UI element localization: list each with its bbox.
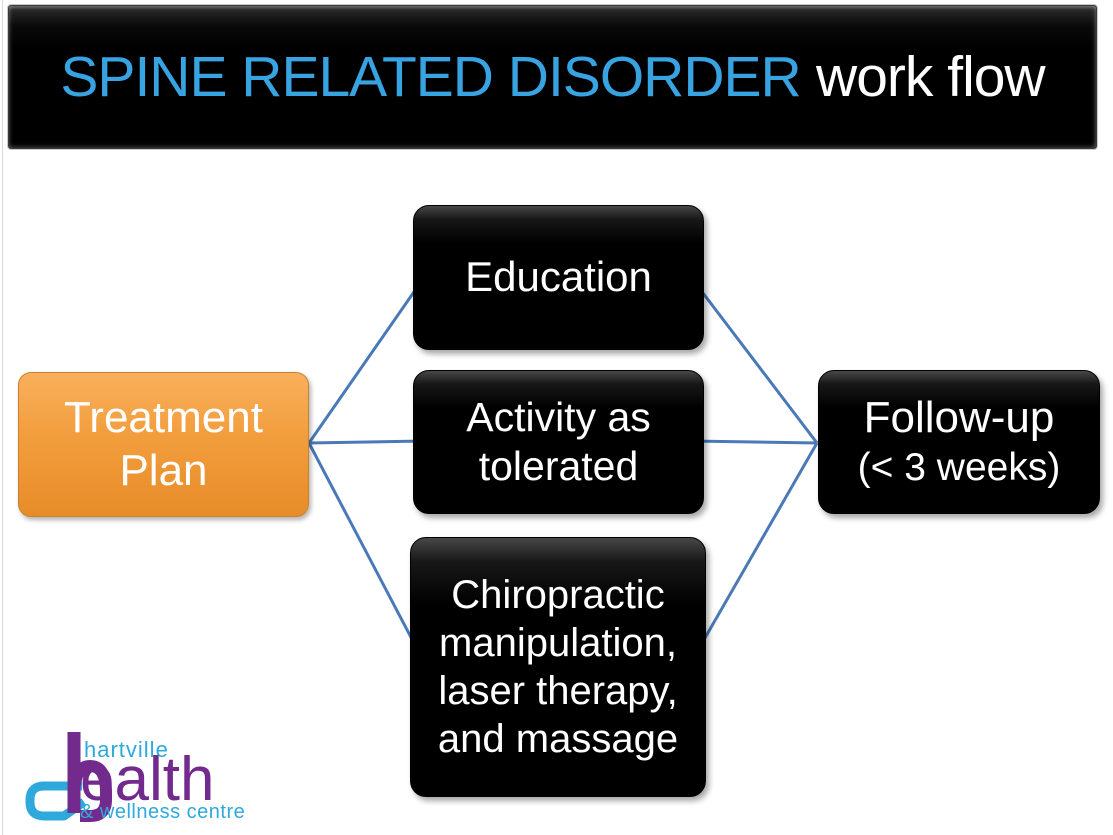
- node-treatment-plan: Treatment Plan: [18, 372, 309, 517]
- node-chiropractic-manipulation: Chiropractic manipulation, laser therapy…: [410, 537, 706, 797]
- logo-wellness-centre-text: & wellness centre: [80, 801, 245, 823]
- logo-heart-icon: [25, 781, 87, 821]
- connector-chiropractic-followup: [688, 442, 819, 665]
- node-education-line: Education: [465, 253, 652, 301]
- node-activity-line: tolerated: [478, 443, 639, 489]
- connector-treatment-education: [307, 275, 427, 444]
- title-secondary-text: work flow: [816, 45, 1046, 109]
- node-follow-up: Follow-up (< 3 weeks): [818, 370, 1100, 514]
- node-education: Education: [413, 205, 704, 350]
- node-chiro-line: manipulation,: [439, 621, 677, 665]
- node-followup-line: (< 3 weeks): [857, 446, 1061, 489]
- connector-treatment-chiropractic: [307, 442, 427, 665]
- node-treatment-plan-line: Plan: [119, 445, 208, 495]
- node-activity-line: Activity as: [466, 393, 651, 440]
- connector-treatment-activity: [308, 439, 426, 445]
- connector-activity-followup: [689, 439, 818, 445]
- node-chiro-line: laser therapy,: [438, 669, 678, 713]
- title-primary-text: SPINE RELATED DISORDER: [60, 45, 801, 109]
- logo-health-text: ealth: [80, 745, 214, 814]
- hartville-logo: hartville ealth & wellness centre: [25, 732, 245, 823]
- node-chiro-line: Chiropractic: [451, 573, 665, 617]
- logo-hartville-text: hartville: [84, 737, 169, 762]
- node-followup-line: Follow-up: [863, 393, 1055, 443]
- node-treatment-plan-line: Treatment: [64, 392, 263, 442]
- logo-h-arch: [68, 759, 112, 822]
- node-activity-as-tolerated: Activity as tolerated: [413, 370, 704, 514]
- page-edge-line: [2, 0, 3, 835]
- node-chiro-line: and massage: [437, 717, 679, 761]
- connector-education-followup: [688, 275, 819, 444]
